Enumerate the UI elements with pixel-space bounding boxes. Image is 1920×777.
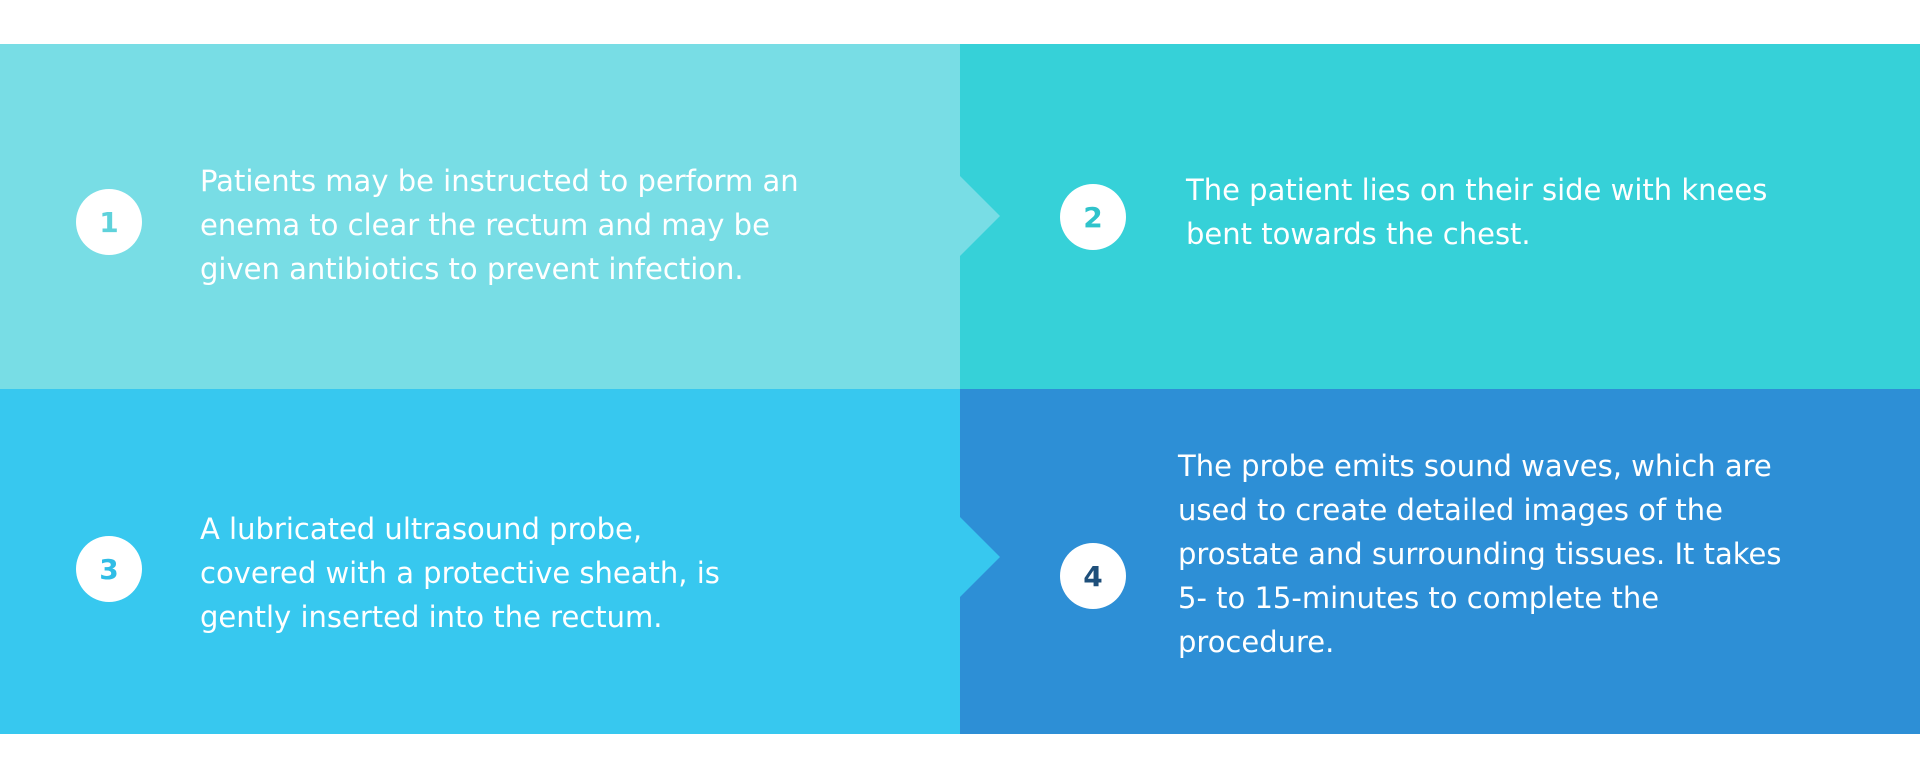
step-3-number-badge: 3 bbox=[76, 536, 142, 602]
arrow-notch-bottom bbox=[960, 517, 1000, 597]
step-1-number-badge: 1 bbox=[76, 189, 142, 255]
step-4-panel: 4 The probe emits sound waves, which are… bbox=[960, 389, 1920, 734]
step-4-number-badge: 4 bbox=[1060, 543, 1126, 609]
step-2-panel: 2 The patient lies on their side with kn… bbox=[960, 44, 1920, 389]
step-3-text: A lubricated ultrasound probe, covered w… bbox=[200, 512, 720, 634]
step-4-text: The probe emits sound waves, which are u… bbox=[1178, 449, 1782, 659]
step-3-panel: 3 A lubricated ultrasound probe, covered… bbox=[0, 389, 960, 734]
step-3-number: 3 bbox=[99, 552, 119, 586]
step-1-panel: 1 Patients may be instructed to perform … bbox=[0, 44, 960, 389]
step-2-number-badge: 2 bbox=[1060, 184, 1126, 250]
step-2-text: The patient lies on their side with knee… bbox=[1186, 173, 1768, 251]
arrow-notch-top bbox=[960, 176, 1000, 256]
step-1-text: Patients may be instructed to perform an… bbox=[200, 164, 799, 286]
step-2-number: 2 bbox=[1083, 200, 1103, 234]
step-1-number: 1 bbox=[99, 205, 119, 239]
procedure-steps-grid: 1 Patients may be instructed to perform … bbox=[0, 44, 1920, 734]
step-4-number: 4 bbox=[1083, 559, 1103, 593]
